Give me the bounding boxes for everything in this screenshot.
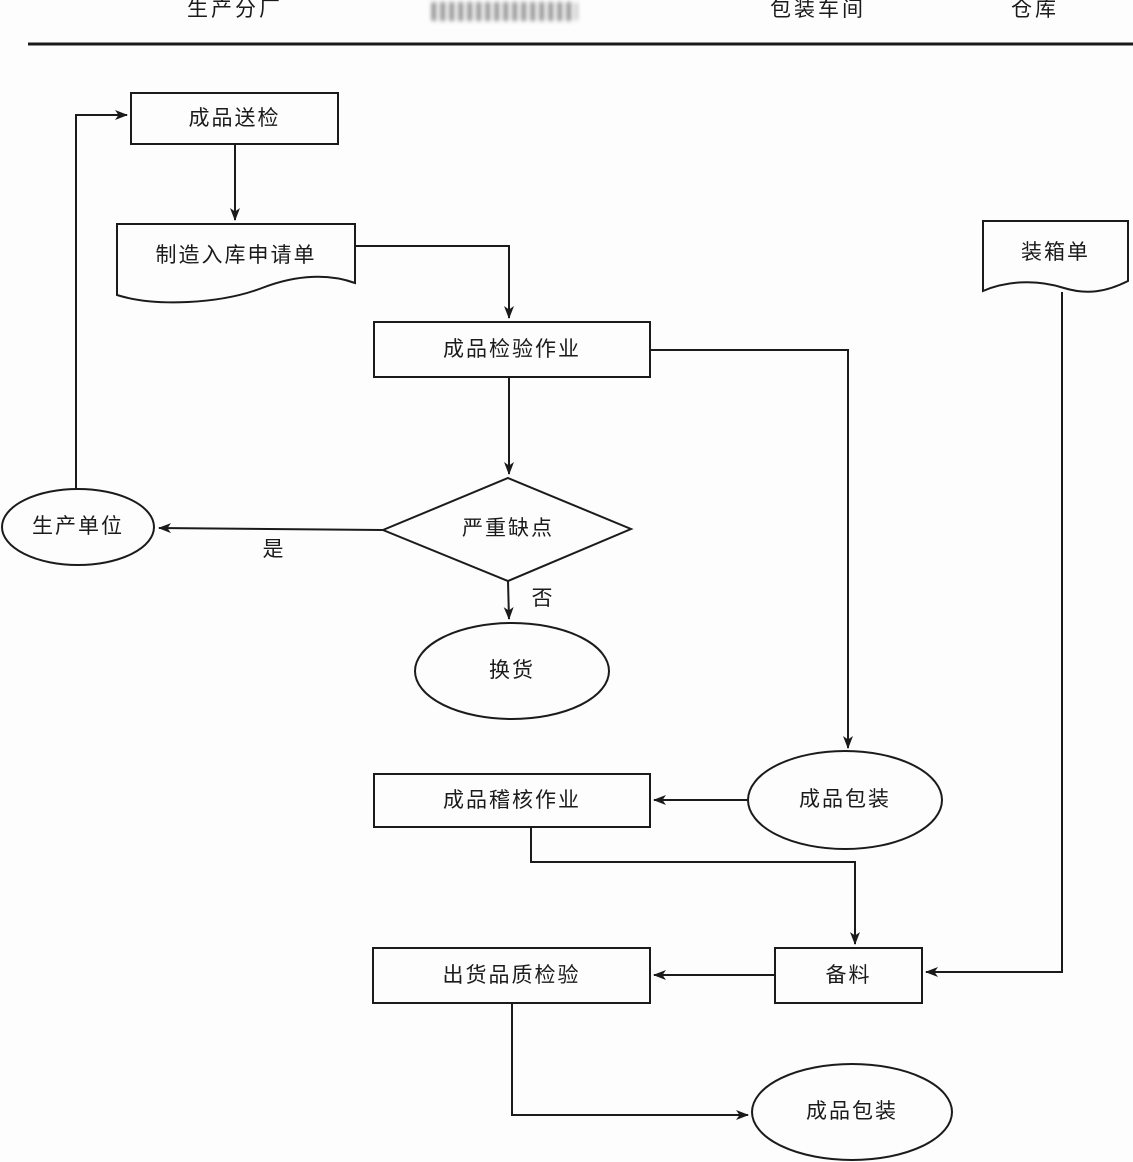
edge-label-yes: 是 [262,537,284,562]
node-exchange-goods-label: 换货 [489,658,535,683]
edge-shipment-inspection-to-packaging-bottom [511,1003,749,1120]
node-finished-product-send-inspection-shape [130,92,339,145]
node-finished-product-packaging-bottom-shape [751,1063,953,1161]
edge-packing-list-to-material-preparation [925,292,1063,977]
node-serious-defect-decision-label: 严重缺点 [462,516,554,541]
edge-application-to-inspection-work [355,245,514,319]
column-header-illegible-smudge [432,2,577,21]
node-material-preparation-label: 备料 [825,962,872,987]
node-manufacturing-warehouse-application-shape [116,223,356,304]
column-header-warehouse: 仓库 [1011,0,1059,22]
node-finished-product-packaging-bottom-label: 成品包装 [806,1099,898,1124]
node-production-unit-shape [1,488,155,566]
node-packing-list-label: 装箱单 [1021,240,1090,265]
node-finished-product-packaging-top-label: 成品包装 [799,787,891,812]
node-finished-product-audit-work-shape [373,773,651,828]
column-header-production-branch: 生产分厂 [187,0,283,22]
node-finished-product-packaging-top-shape [747,750,943,850]
node-serious-defect-decision-shape [380,476,634,583]
node-production-unit-label: 生产单位 [32,514,124,539]
node-finished-product-send-inspection-label: 成品送检 [188,105,281,130]
node-finished-product-inspection-work-shape [373,321,651,378]
node-packing-list-shape [982,220,1129,293]
edge-production-unit-to-send-inspection [75,110,128,489]
column-header-packaging-workshop: 包装车间 [770,0,866,22]
node-finished-product-inspection-work-label: 成品检验作业 [443,336,581,361]
edge-inspection-work-to-packaging-top [650,349,853,749]
node-shipment-quality-inspection-shape [372,947,651,1004]
node-shipment-quality-inspection-label: 出货品质检验 [442,962,581,987]
node-material-preparation-shape [774,947,923,1004]
edge-audit-work-to-material-preparation [530,827,860,945]
node-exchange-goods-shape [414,622,610,720]
edge-label-no: 否 [531,586,553,611]
node-finished-product-audit-work-label: 成品稽核作业 [443,787,581,812]
node-manufacturing-warehouse-application-label: 制造入库申请单 [155,242,317,267]
edge-decision-yes-to-production-unit [158,523,384,534]
edge-decision-no-to-exchange [503,580,514,620]
